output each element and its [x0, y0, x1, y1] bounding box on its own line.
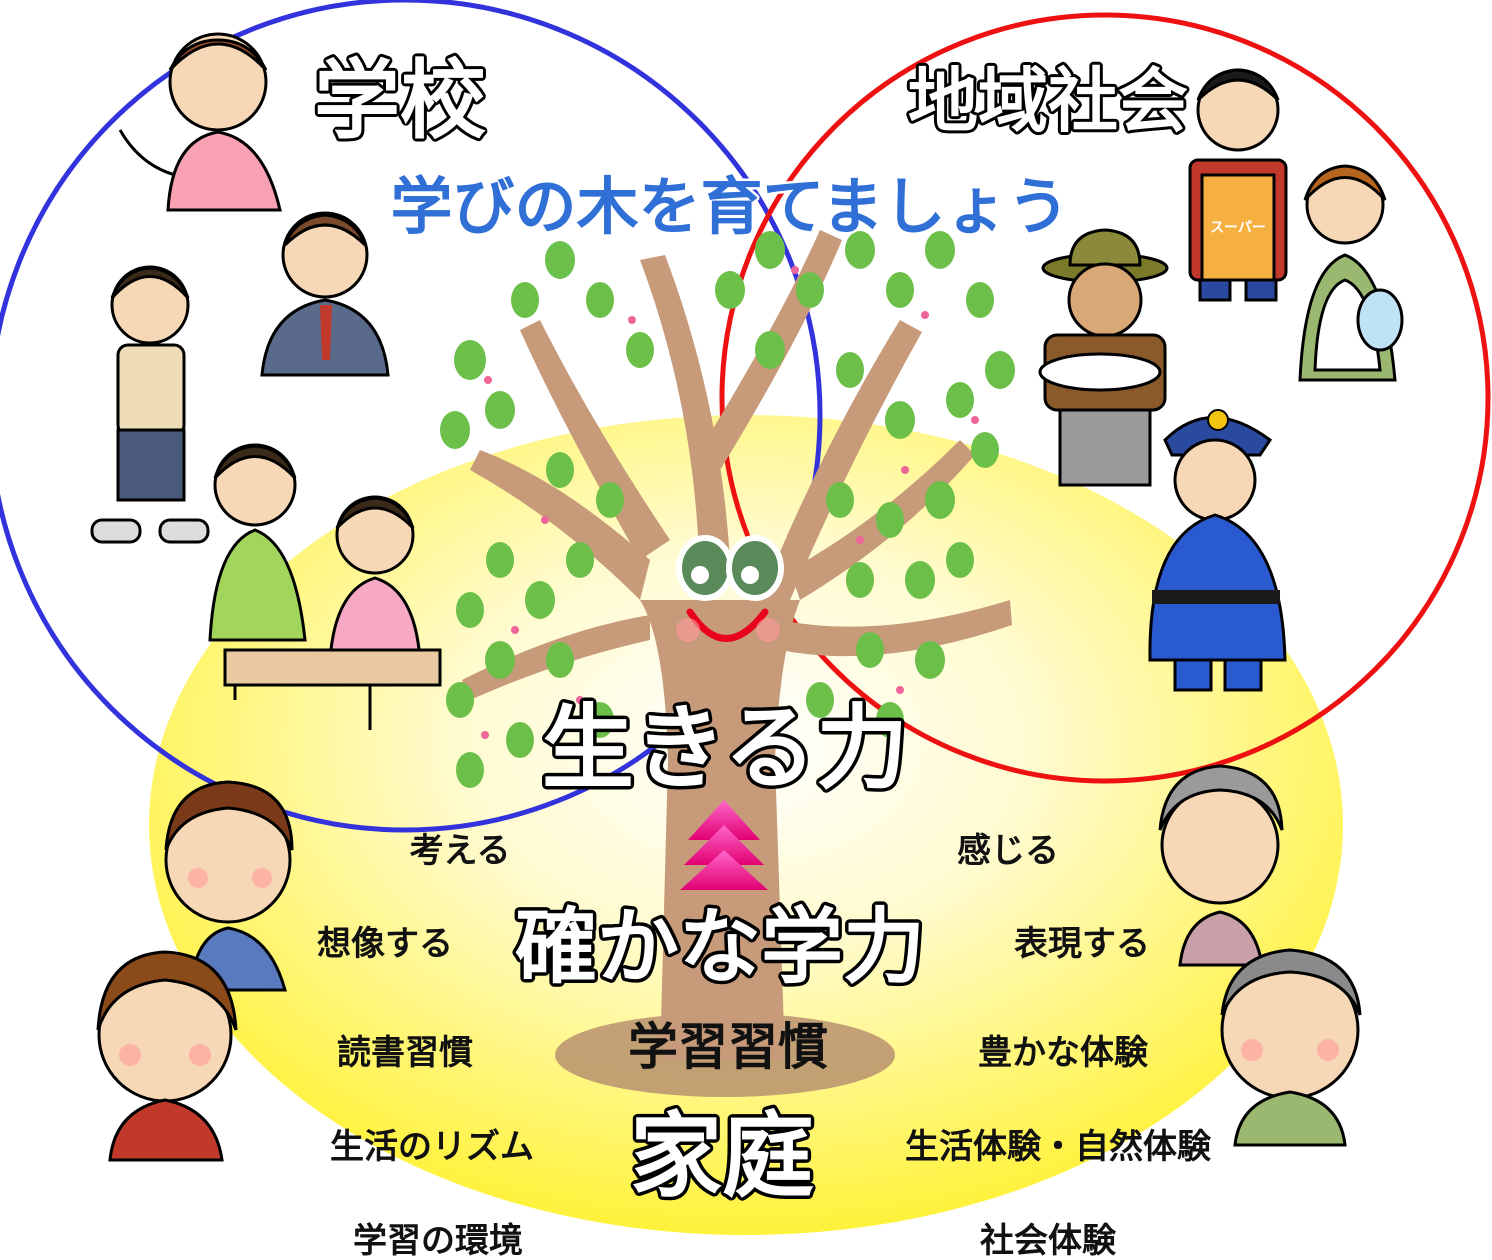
police-officer-icon — [1148, 409, 1287, 692]
mother-icon — [96, 950, 238, 1162]
school-circle — [0, 0, 823, 833]
ikiru-chikara: 生きる力 — [542, 695, 908, 802]
right-label-2: 表現する — [1014, 924, 1150, 964]
left-label-1: 考える — [410, 831, 511, 871]
teacher-man-icon — [260, 211, 390, 377]
boy-glasses-icon — [90, 265, 210, 544]
shop-sign: スーパー — [1210, 220, 1266, 236]
tashika-na-gakuryoku: 確かな学力 — [515, 900, 925, 995]
left-label-4: 生活のリズム — [330, 1127, 534, 1167]
teacher-woman-icon — [118, 32, 282, 212]
left-label-3: 読書習慣 — [337, 1033, 473, 1073]
community-circle — [719, 12, 1491, 784]
right-label-4: 生活体験・自然体験 — [905, 1127, 1212, 1167]
school-title: 学校 — [314, 51, 486, 151]
farmer-icon — [1038, 228, 1169, 487]
pink-stacked-arrow-icon — [680, 800, 768, 890]
community-title: 地域社会 — [908, 60, 1188, 142]
students-at-desk-icon — [208, 443, 442, 730]
shopkeeper-man-icon: スーパー — [1188, 68, 1288, 302]
grandfather-icon — [1220, 948, 1362, 1147]
left-label-2: 想像する — [317, 924, 453, 964]
grandmother-icon — [1158, 764, 1284, 967]
slogan: 学びの木を育てましょう — [391, 170, 1070, 243]
right-label-3: 豊かな体験 — [978, 1033, 1149, 1073]
woman-apron-icon — [1298, 164, 1404, 382]
left-label-5: 学習の環境 — [353, 1221, 523, 1260]
gakushu-shukan: 学習習慣 — [628, 1018, 828, 1076]
family-title: 家庭 — [630, 1103, 814, 1210]
right-label-5: 社会体験 — [980, 1221, 1117, 1260]
right-label-1: 感じる — [957, 831, 1059, 871]
